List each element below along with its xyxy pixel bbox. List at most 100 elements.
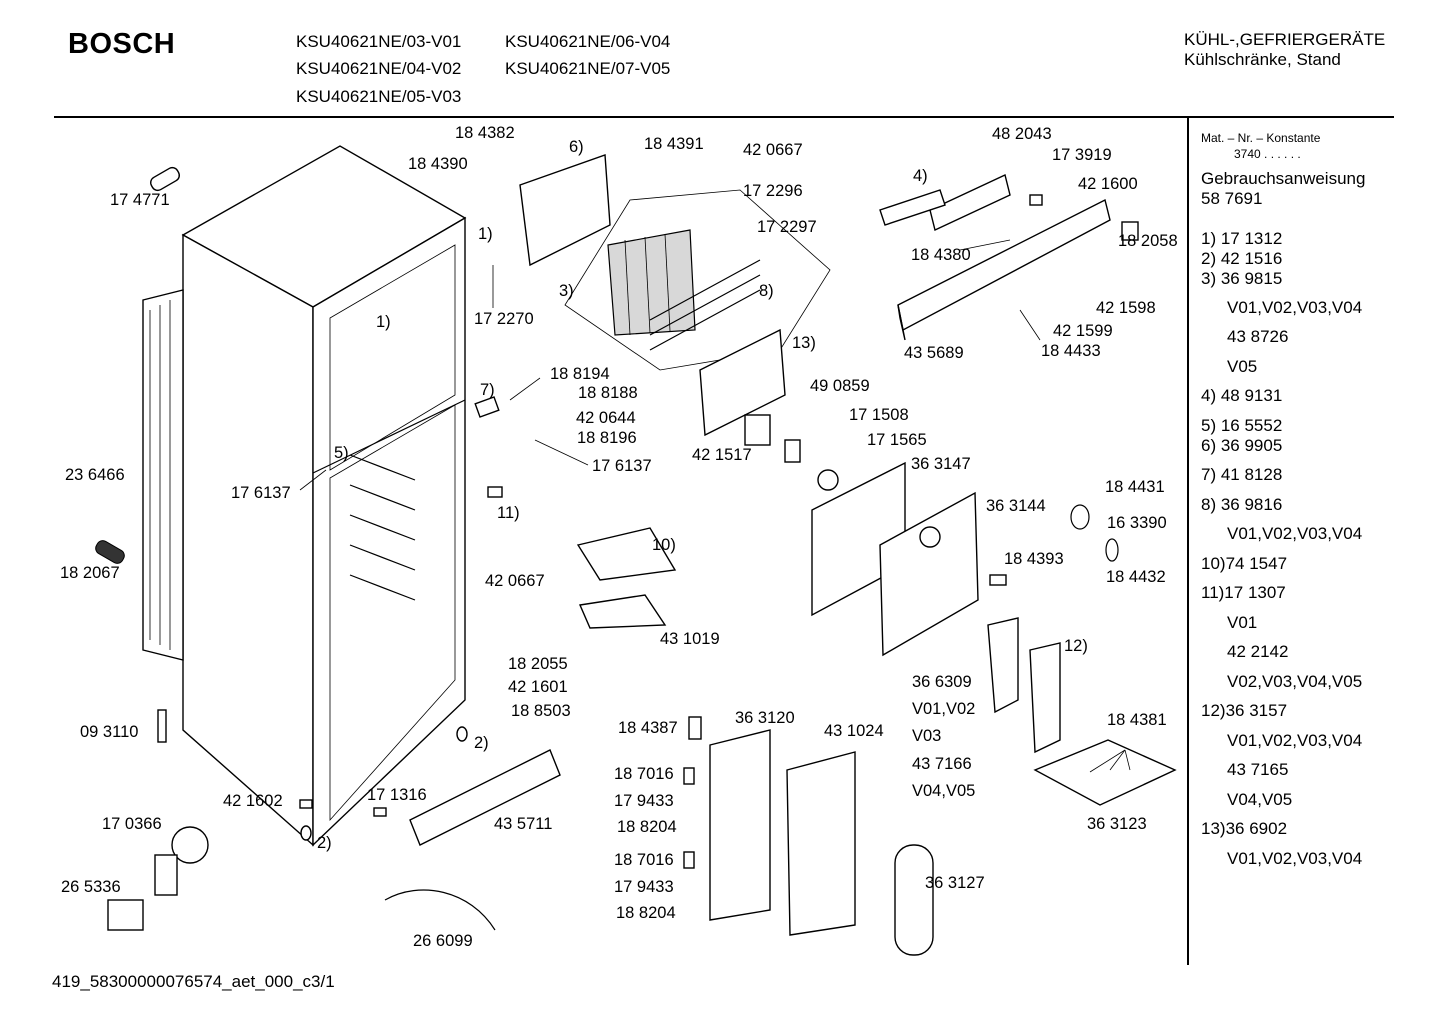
category-subtitle: Kühlschränke, Stand — [1184, 50, 1341, 69]
sidebar-row: V05 — [1227, 357, 1258, 376]
part-label: 42 1601 — [508, 678, 568, 696]
variant-label: V04,V05 — [912, 782, 976, 800]
header-divider — [54, 116, 1394, 118]
shelf-supports — [349, 454, 416, 601]
callout-number: 6) — [569, 138, 584, 156]
part-label: 43 5711 — [494, 815, 553, 833]
part-label: 18 2067 — [60, 564, 120, 582]
part-label: 17 1508 — [849, 406, 909, 424]
part-label: 17 1565 — [867, 431, 927, 449]
part-label: 43 1019 — [660, 630, 720, 648]
page-number: 3/1 — [311, 972, 335, 991]
sidebar-row: 1) 17 1312 — [1201, 229, 1283, 248]
variant-label: V01,V02 — [912, 700, 976, 718]
callout-number: 8) — [759, 282, 774, 300]
sidebar-row: 2) 42 1516 — [1201, 249, 1283, 268]
evaporator-group — [519, 154, 831, 437]
document-footer: 419_58300000076574_aet_000_c3/1 — [52, 972, 335, 992]
callout-number: 7) — [480, 381, 495, 399]
model-number: KSU40621NE/04-V02 — [296, 59, 462, 78]
sidebar-row: 12)36 3157 — [1201, 701, 1288, 720]
part-label: 17 0366 — [102, 815, 162, 833]
callout-number: 10) — [652, 536, 676, 554]
part-label: 26 5336 — [61, 878, 121, 896]
sidebar-row: V01 — [1227, 613, 1258, 632]
model-number: KSU40621NE/05-V03 — [296, 87, 462, 106]
sidebar-row: 5) 16 5552 — [1201, 416, 1283, 435]
sidebar-row: V01,V02,V03,V04 — [1227, 731, 1363, 750]
freezer-door-liner — [811, 461, 979, 657]
part-label: 42 1599 — [1053, 322, 1113, 340]
part-label: 43 7166 — [912, 755, 972, 773]
sidebar-row: 3) 36 9815 — [1201, 269, 1283, 288]
sidebar-row: 43 8726 — [1227, 327, 1289, 346]
part-label: 17 1316 — [367, 786, 427, 804]
sidebar-row: 42 2142 — [1227, 642, 1289, 661]
part-label: 36 3147 — [911, 455, 971, 473]
part-label: 17 4771 — [110, 191, 170, 209]
part-label: 36 3123 — [1087, 815, 1147, 833]
part-label: 18 8204 — [616, 904, 676, 922]
part-label: 17 9433 — [614, 878, 674, 896]
callout-number: 12) — [1064, 637, 1088, 655]
part-label: 18 7016 — [614, 851, 674, 869]
part-label: 18 4431 — [1105, 478, 1165, 496]
part-label: 18 2055 — [508, 655, 568, 673]
sidebar-row: 11)17 1307 — [1201, 583, 1286, 602]
sidebar-row: 6) 36 9905 — [1201, 436, 1283, 455]
callout-number: 5) — [334, 444, 349, 462]
part-label: 48 2043 — [992, 125, 1052, 143]
part-label: 18 8503 — [511, 702, 571, 720]
part-label: 18 4433 — [1041, 342, 1101, 360]
part-label: 18 8204 — [617, 818, 677, 836]
condenser-coil — [142, 289, 184, 661]
crisper-covers — [987, 617, 1177, 806]
part-label: 18 4382 — [455, 124, 515, 142]
part-label: 17 2270 — [474, 310, 534, 328]
model-number: KSU40621NE/06-V04 — [505, 32, 671, 51]
part-label: 18 4390 — [408, 155, 468, 173]
part-label: 49 0859 — [810, 377, 870, 395]
sidebar-row: V01,V02,V03,V04 — [1227, 524, 1363, 543]
part-label: 18 4381 — [1107, 711, 1167, 729]
part-label: 23 6466 — [65, 466, 125, 484]
door-shelves — [299, 716, 934, 956]
part-label: 17 6137 — [592, 457, 652, 475]
part-label: 18 2058 — [1118, 232, 1178, 250]
part-label: 42 1598 — [1096, 299, 1156, 317]
small-parts-left — [95, 166, 496, 931]
sidebar-divider — [1187, 117, 1189, 965]
part-label: 18 4380 — [911, 246, 971, 264]
small-parts-center — [474, 396, 1119, 629]
callout-number: 1) — [478, 225, 493, 243]
part-label: 43 5689 — [904, 344, 964, 362]
control-panel — [879, 174, 1139, 341]
sidebar-row: 10)74 1547 — [1201, 554, 1288, 573]
part-label: 36 6309 — [912, 673, 972, 691]
sidebar-row: V02,V03,V04,V05 — [1227, 672, 1363, 691]
part-label: 18 4393 — [1004, 550, 1064, 568]
manual-number: 58 7691 — [1201, 189, 1263, 208]
part-label: 36 3120 — [735, 709, 795, 727]
part-label: 36 3127 — [925, 874, 985, 892]
part-label: 42 1600 — [1078, 175, 1138, 193]
sidebar-row: 13)36 6902 — [1201, 819, 1288, 838]
part-label: 17 3919 — [1052, 146, 1112, 164]
callout-number: 2) — [317, 834, 332, 852]
part-label: 17 9433 — [614, 792, 674, 810]
footer-code: 419_58300000076574_aet_000_c — [52, 972, 312, 991]
part-label: 18 8196 — [577, 429, 637, 447]
part-label: 18 4387 — [618, 719, 678, 737]
part-label: 17 2296 — [743, 182, 803, 200]
category-title: KÜHL-,GEFRIERGERÄTE — [1184, 30, 1386, 49]
part-label: 17 6137 — [231, 484, 291, 502]
refrigerator-cabinet — [181, 145, 467, 847]
material-number-value: 3740 . . . . . . — [1234, 147, 1301, 161]
callout-number: 1) — [376, 313, 391, 331]
callout-number: 2) — [474, 734, 489, 752]
variant-label: V03 — [912, 727, 942, 745]
part-label: 17 2297 — [757, 218, 817, 236]
part-label: 43 1024 — [824, 722, 884, 740]
part-label: 18 4432 — [1106, 568, 1166, 586]
